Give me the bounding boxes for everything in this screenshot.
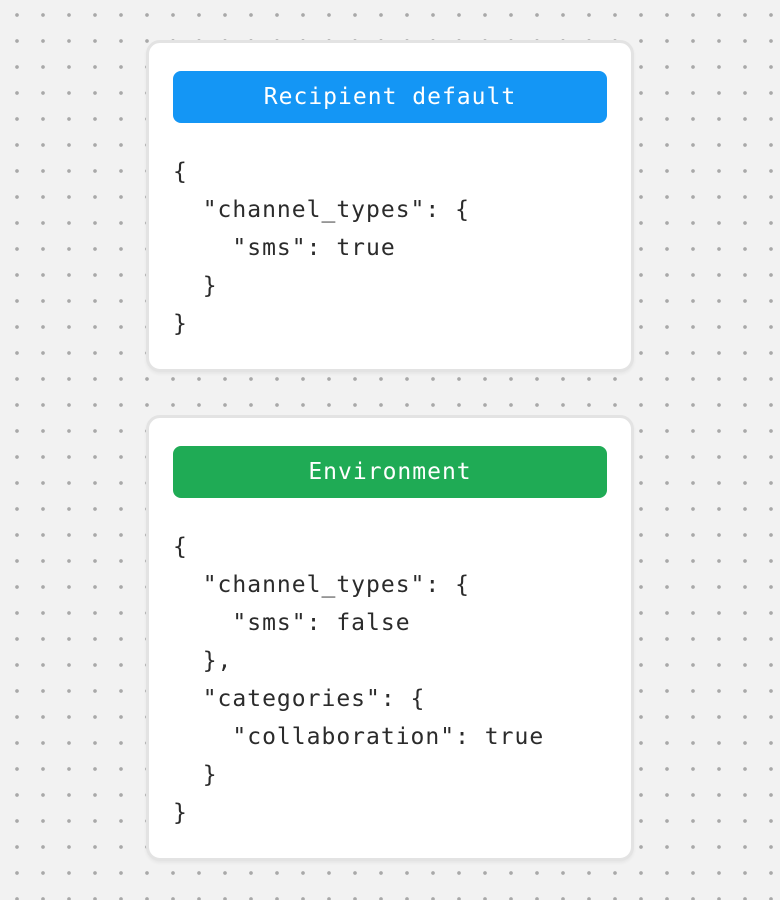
environment-header-badge: Environment	[173, 446, 607, 498]
environment-json-code: { "channel_types": { "sms": false }, "ca…	[173, 534, 545, 826]
card-environment: Environment { "channel_types": { "sms": …	[146, 415, 634, 861]
recipient-default-header-badge: Recipient default	[173, 71, 607, 123]
recipient-default-json-code: { "channel_types": { "sms": true } }	[173, 159, 470, 337]
card-recipient-default: Recipient default { "channel_types": { "…	[146, 40, 634, 372]
